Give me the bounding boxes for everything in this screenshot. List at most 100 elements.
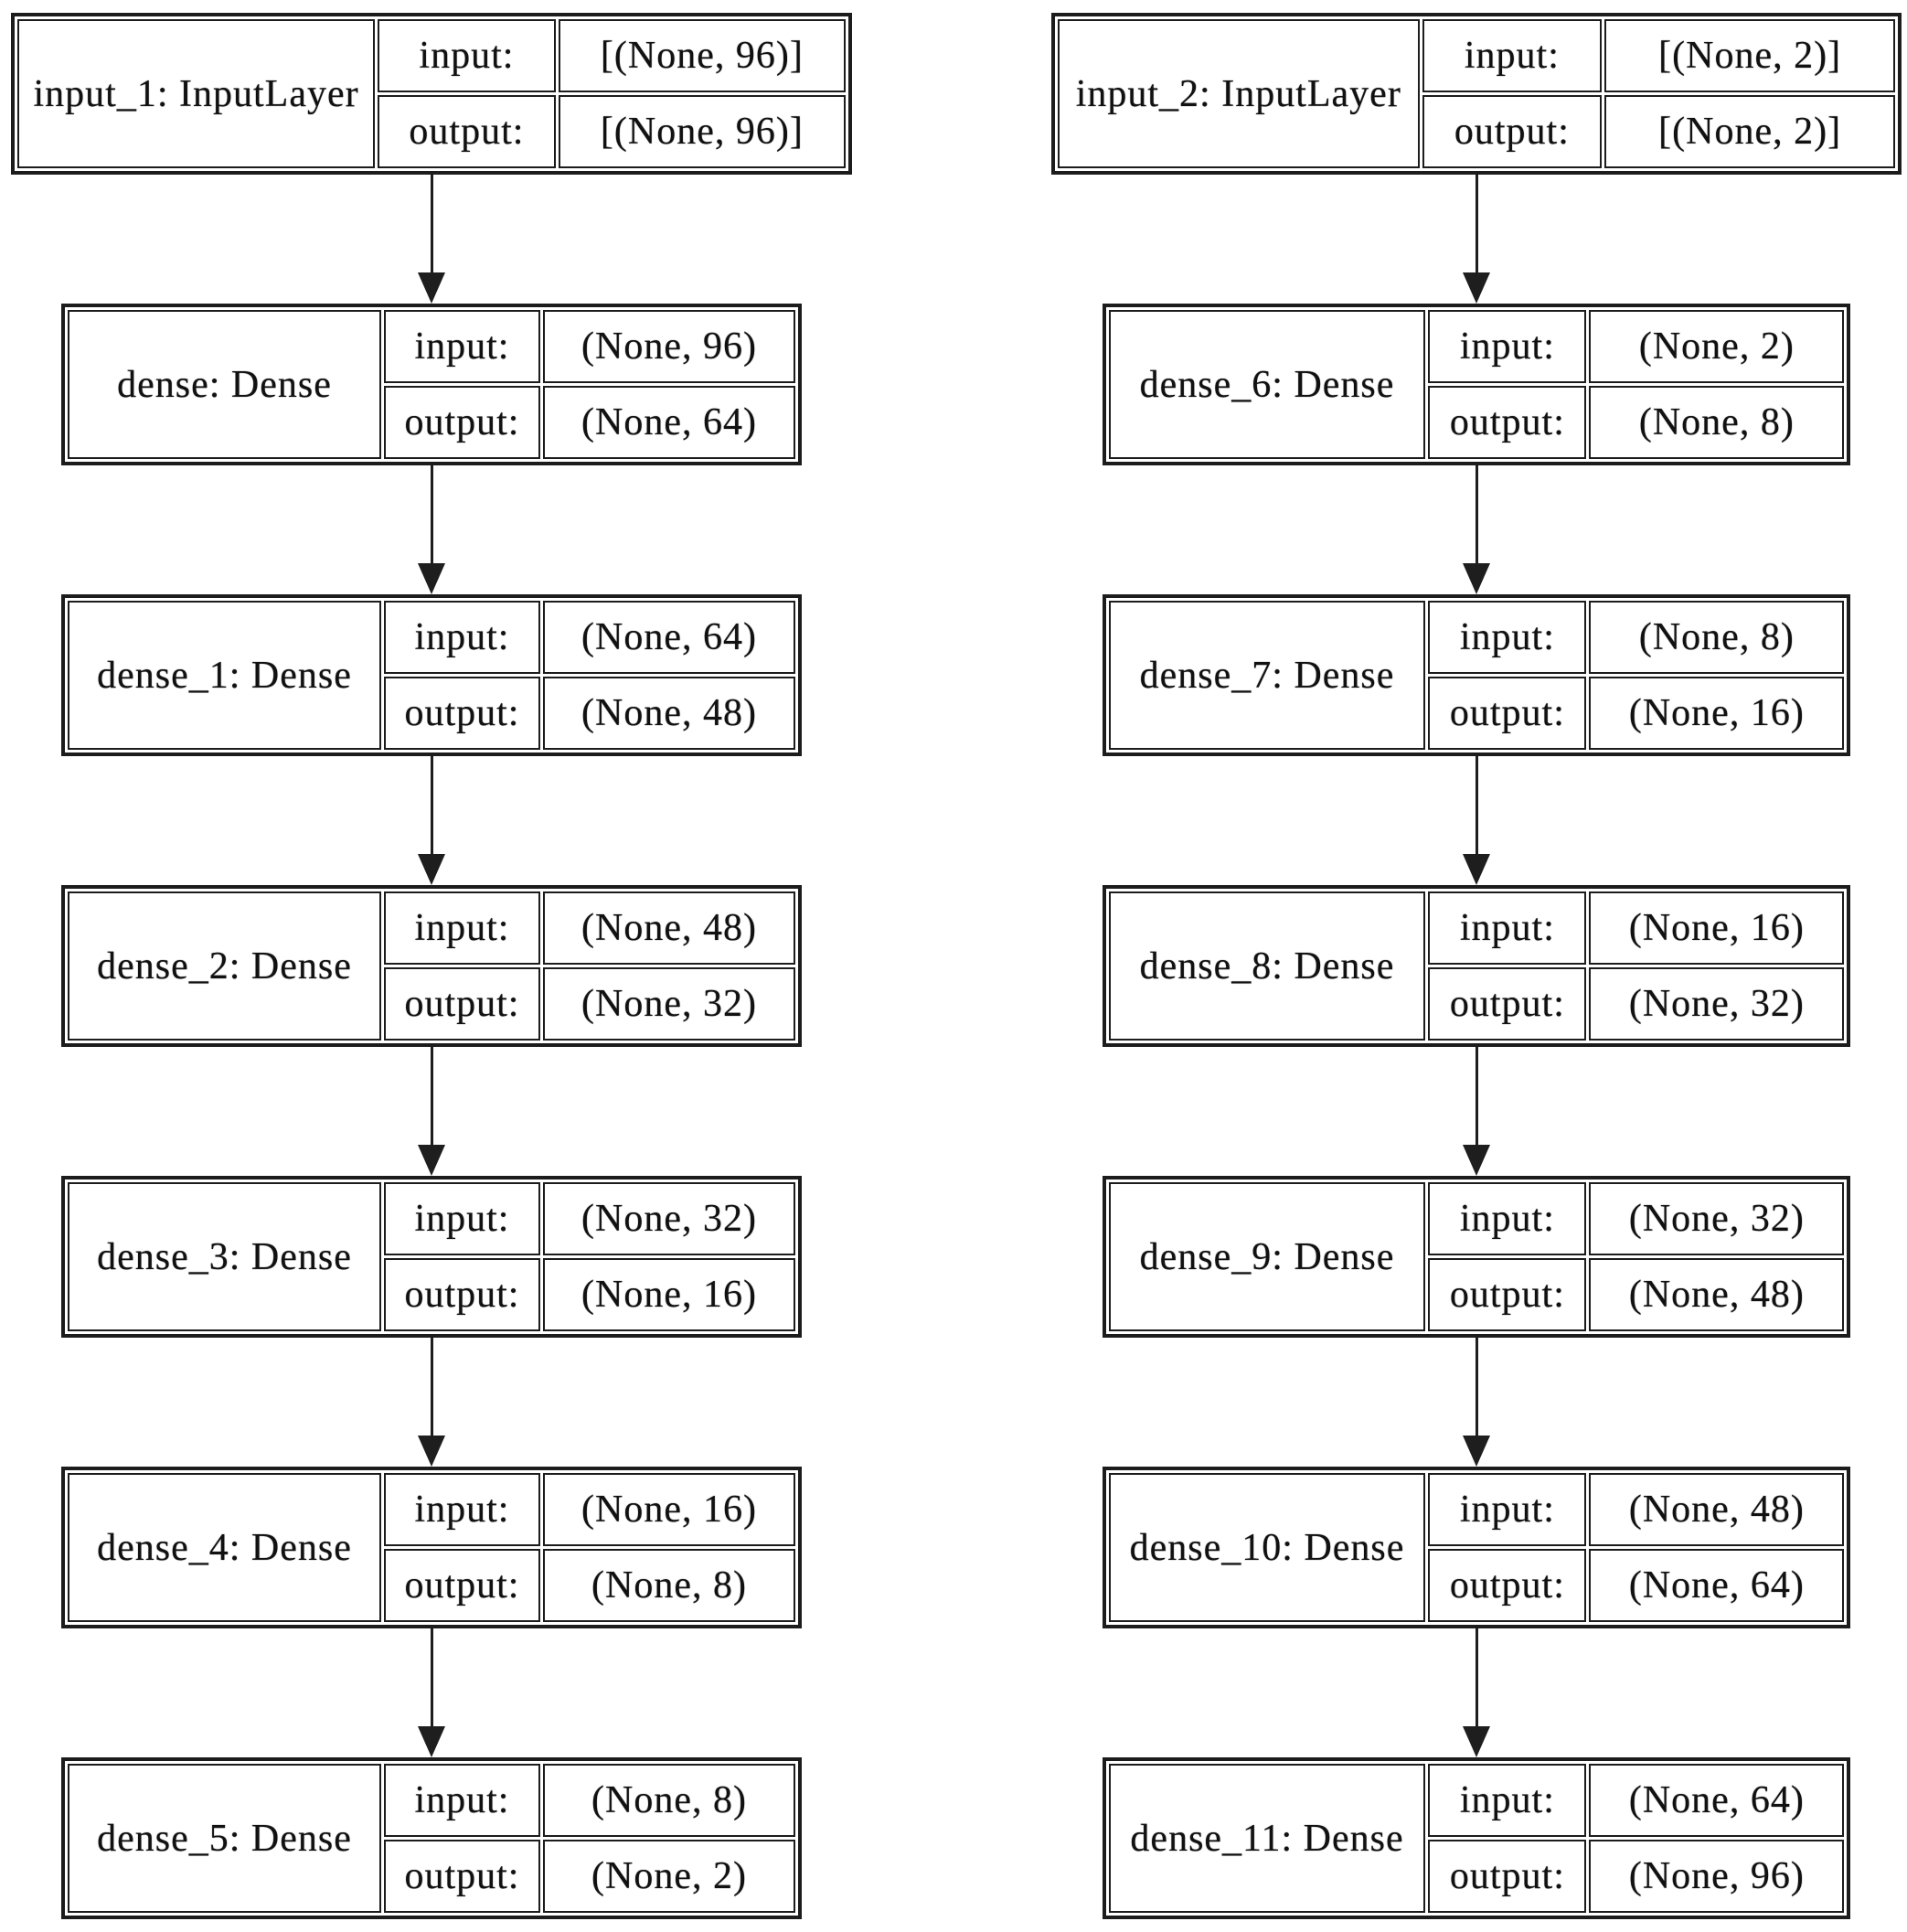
arrowhead-icon [1463,1726,1490,1757]
output-shape: (None, 64) [543,386,795,459]
arrowhead-icon [1463,1145,1490,1176]
arrow-line [1475,1628,1478,1726]
arrowhead-icon [1463,563,1490,594]
layer-name: dense: Dense [68,310,381,459]
connector-arrow [418,1628,445,1757]
output-label: output: [1428,967,1587,1041]
connector-arrow [418,756,445,885]
arrow-line [1475,465,1478,563]
layer-name: input_1: InputLayer [17,19,376,168]
input-shape: (None, 2) [1589,310,1845,383]
arrowhead-icon [418,272,445,304]
connector-arrow [418,175,445,304]
arrowhead-icon [418,1726,445,1757]
output-label: output: [1428,1840,1587,1913]
input-label: input: [1428,891,1587,965]
arrowhead-icon [1463,272,1490,304]
layer-name: dense_2: Dense [68,891,381,1041]
output-label: output: [383,386,541,459]
input-label: input: [1428,601,1587,674]
arrowhead-icon [418,563,445,594]
arrow-line [430,175,433,272]
layer-name: dense_8: Dense [1108,891,1426,1041]
arrow-line [430,1047,433,1145]
input-shape: (None, 8) [1589,601,1845,674]
input-label: input: [1428,1764,1587,1837]
layer-name: dense_6: Dense [1108,310,1426,459]
input-shape: (None, 48) [543,891,795,965]
input-shape: (None, 96) [543,310,795,383]
output-shape: (None, 96) [1589,1840,1845,1913]
output-shape: (None, 32) [543,967,795,1041]
output-label: output: [1428,677,1587,750]
layer-name: dense_3: Dense [68,1182,381,1331]
input-shape: [(None, 96)] [558,19,846,92]
connector-arrow [1463,1338,1490,1467]
arrowhead-icon [418,1436,445,1467]
input-label: input: [383,601,541,674]
input-shape: (None, 16) [1589,891,1845,965]
connector-arrow [1463,1628,1490,1757]
arrowhead-icon [1463,1436,1490,1467]
arrowhead-icon [418,854,445,885]
arrowhead-icon [1463,854,1490,885]
connector-arrow [418,1338,445,1467]
input-label: input: [383,1473,541,1546]
layer-name: dense_7: Dense [1108,601,1426,750]
input-shape: (None, 32) [1589,1182,1845,1255]
layer-name: dense_1: Dense [68,601,381,750]
output-shape: (None, 16) [543,1258,795,1331]
output-shape: [(None, 2)] [1604,95,1895,168]
arrow-line [1475,175,1478,272]
output-label: output: [1428,1549,1587,1622]
layer-name: dense_10: Dense [1108,1473,1426,1622]
output-label: output: [1422,95,1603,168]
layer-name: dense_4: Dense [68,1473,381,1622]
input-label: input: [1428,310,1587,383]
input-label: input: [383,1182,541,1255]
output-shape: [(None, 96)] [558,95,846,168]
connector-arrow [1463,175,1490,304]
input-label: input: [1428,1473,1587,1546]
output-label: output: [383,1840,541,1913]
output-label: output: [378,95,556,168]
output-label: output: [383,1549,541,1622]
input-shape: (None, 8) [543,1764,795,1837]
input-label: input: [1422,19,1603,92]
input-label: input: [383,891,541,965]
output-shape: (None, 2) [543,1840,795,1913]
connector-arrow [418,1047,445,1176]
input-label: input: [383,1764,541,1837]
arrowhead-icon [418,1145,445,1176]
output-label: output: [1428,1258,1587,1331]
output-shape: (None, 64) [1589,1549,1845,1622]
connector-arrow [418,465,445,594]
arrow-line [1475,1338,1478,1436]
connector-arrow [1463,465,1490,594]
input-shape: (None, 32) [543,1182,795,1255]
output-shape: (None, 8) [543,1549,795,1622]
